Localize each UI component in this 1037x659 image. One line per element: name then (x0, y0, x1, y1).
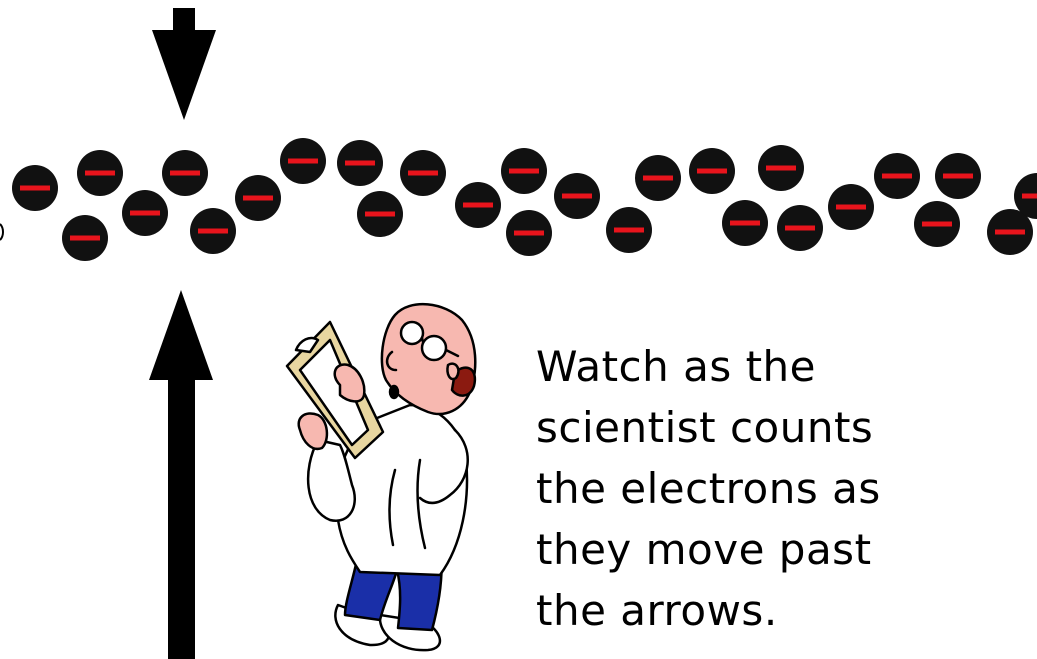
electron-stream (12, 138, 1037, 261)
electron-icon (828, 184, 874, 230)
electron-icon (758, 145, 804, 191)
electron-icon (337, 140, 383, 186)
electron-icon (400, 150, 446, 196)
electron-icon (357, 191, 403, 237)
electron-icon (501, 148, 547, 194)
electron-icon (235, 175, 281, 221)
electron-icon (935, 153, 981, 199)
caption-text: Watch as the scientist counts the electr… (536, 336, 1006, 641)
electron-icon (777, 205, 823, 251)
electron-icon (62, 215, 108, 261)
caption-line-2: scientist counts (536, 403, 874, 452)
electron-icon (162, 150, 208, 196)
electron-icon (554, 173, 600, 219)
down-arrow-icon (152, 8, 216, 120)
electron-icon (606, 207, 652, 253)
electron-icon (722, 200, 768, 246)
scientist-with-clipboard-icon (285, 302, 477, 652)
electron-icon (122, 190, 168, 236)
electron-icon (987, 209, 1033, 255)
up-arrow-icon (149, 290, 213, 659)
electron-icon (689, 148, 735, 194)
edge-fragment (0, 223, 4, 241)
caption-line-3: the electrons as (536, 464, 881, 513)
electron-icon (280, 138, 326, 184)
electron-icon (635, 155, 681, 201)
electron-icon (506, 210, 552, 256)
electron-icon (874, 153, 920, 199)
caption-line-4: they move past (536, 525, 872, 574)
electron-icon (914, 201, 960, 247)
electron-icon (77, 150, 123, 196)
caption-line-1: Watch as the (536, 342, 817, 391)
electron-icon (455, 182, 501, 228)
electron-icon (12, 165, 58, 211)
electron-icon (1014, 173, 1037, 219)
electron-icon (190, 208, 236, 254)
caption-line-5: the arrows. (536, 586, 778, 635)
